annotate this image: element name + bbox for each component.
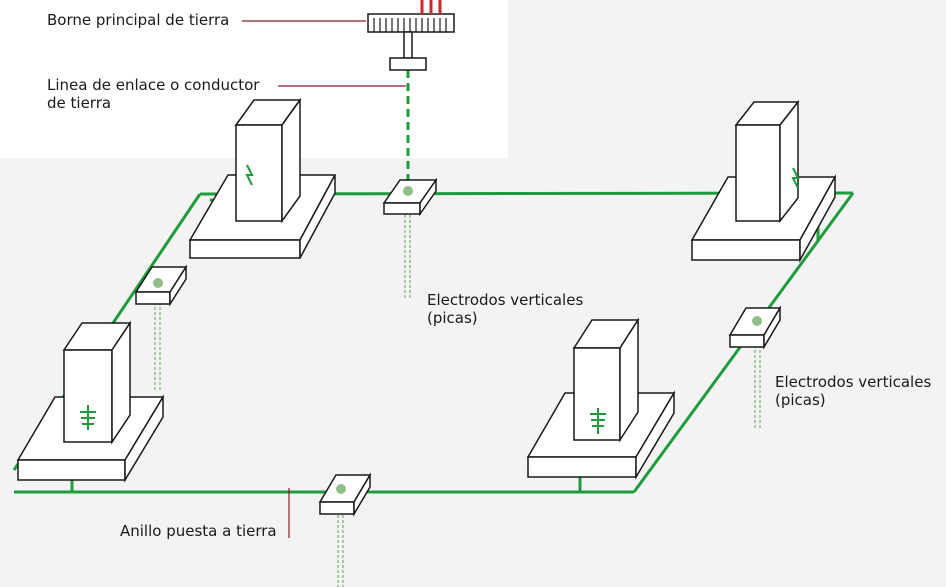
electrodes-center-label: Electrodos verticales (picas)	[427, 291, 584, 327]
building-bottom-right	[526, 317, 676, 480]
main-earth-terminal-label: Borne principal de tierra	[47, 11, 230, 29]
electrode-pit-center	[382, 177, 438, 298]
building-top-right	[690, 99, 837, 263]
main-earth-terminal	[367, 0, 455, 71]
building-top-left	[188, 97, 337, 259]
ground-ring-label: Anillo puesta a tierra	[120, 522, 277, 540]
electrodes-right-label: Electrodos verticales (picas)	[775, 373, 932, 409]
electrode-pit-left	[134, 264, 188, 390]
leader-lines	[242, 20, 406, 538]
earth-conductor-label: Linea de enlace o conductor de tierra	[47, 76, 260, 112]
building-bottom-left	[16, 320, 165, 483]
electrode-pit-bottom	[318, 472, 372, 587]
electrode-pit-right	[728, 305, 782, 428]
